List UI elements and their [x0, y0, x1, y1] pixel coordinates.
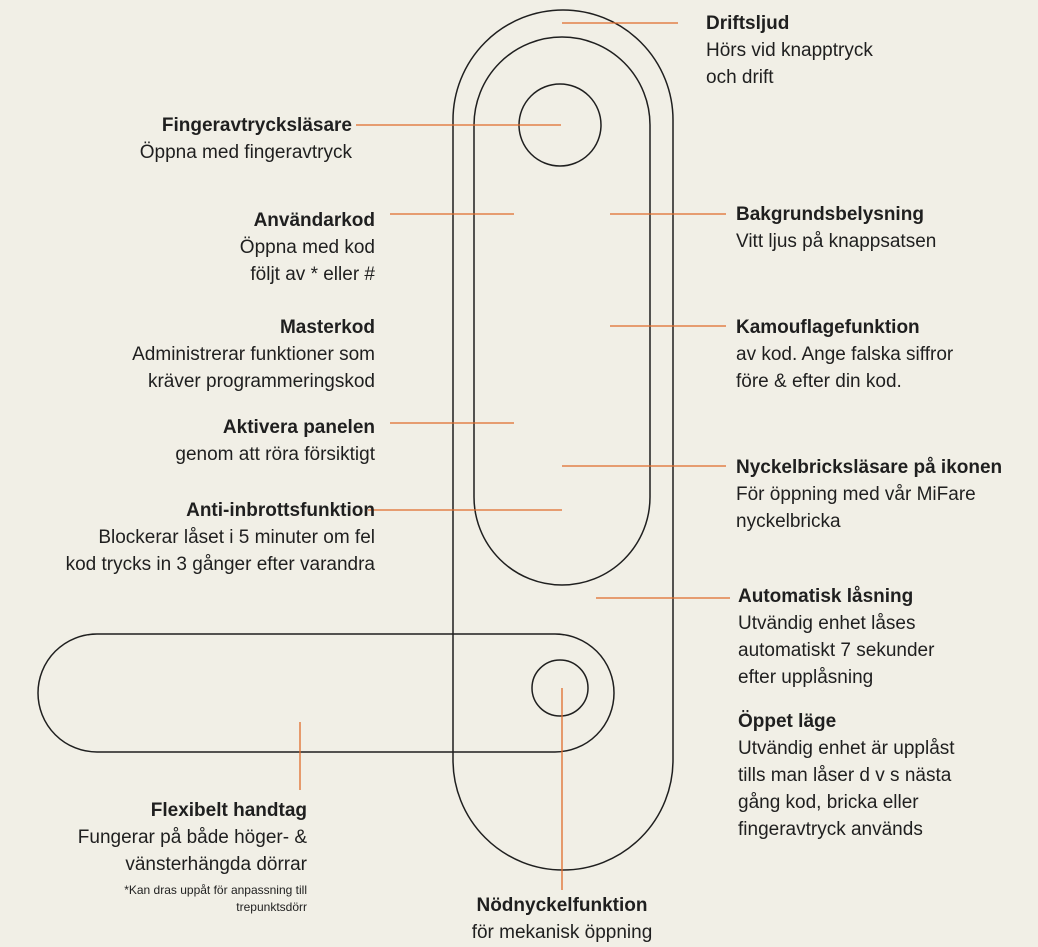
label-title: Öppet läge [738, 711, 837, 732]
label-open-mode: Öppet läge Utvändig enhet är upplåst til… [738, 708, 955, 843]
label-desc: nyckelbricka [736, 511, 841, 532]
label-backlight: Bakgrundsbelysning Vitt ljus på knappsat… [736, 201, 936, 255]
label-title: Fingeravtrycksläsare [161, 115, 352, 136]
label-desc: för mekanisk öppning [471, 922, 653, 943]
label-desc: Utvändig enhet är upplåst [738, 738, 955, 759]
label-master-code: Masterkod Administrerar funktioner som k… [132, 314, 375, 395]
label-note: trepunktsdörr [236, 900, 307, 914]
label-desc: vänsterhängda dörrar [125, 854, 307, 875]
label-desc: av kod. Ange falska siffror [736, 344, 954, 365]
label-desc: Fungerar på både höger- & [77, 827, 307, 848]
label-user-code: Användarkod Öppna med kod följt av * ell… [240, 207, 375, 288]
handle-lever [37, 633, 615, 753]
label-anti-burglary: Anti-inbrottsfunktion Blockerar låset i … [66, 497, 375, 578]
label-title: Nyckelbricksläsare på ikonen [736, 457, 1003, 478]
label-title: Användarkod [253, 210, 375, 231]
emergency-key-cylinder [531, 659, 589, 717]
label-activate-panel: Aktivera panelen genom att röra försikti… [175, 414, 375, 468]
label-desc: tills man låser d v s nästa [738, 765, 952, 786]
label-desc: För öppning med vår MiFare [736, 484, 976, 505]
lock-outer-body [452, 9, 674, 871]
label-desc: Hörs vid knapptryck [706, 40, 873, 61]
label-desc: Blockerar låset i 5 minuter om fel [98, 527, 375, 548]
label-desc: automatiskt 7 sekunder [738, 640, 935, 661]
label-desc: fingeravtryck används [738, 819, 923, 840]
label-title: Bakgrundsbelysning [736, 204, 924, 225]
keypad-panel [473, 36, 651, 586]
label-title: Nödnyckelfunktion [476, 895, 648, 916]
label-title: Aktivera panelen [222, 417, 375, 438]
label-title: Kamouflagefunktion [736, 317, 920, 338]
label-desc: kräver programmeringskod [147, 371, 375, 392]
label-camouflage: Kamouflagefunktion av kod. Ange falska s… [736, 314, 953, 395]
label-operating-sound: Driftsljud Hörs vid knapptryck och drift [706, 10, 873, 91]
label-note: *Kan dras uppåt för anpassning till [124, 883, 307, 897]
label-desc: och drift [706, 67, 774, 88]
label-auto-lock: Automatisk låsning Utvändig enhet låses … [738, 583, 934, 691]
label-desc: före & efter din kod. [736, 371, 902, 392]
label-title: Flexibelt handtag [150, 800, 307, 821]
label-desc: Utvändig enhet låses [738, 613, 916, 634]
label-title: Driftsljud [706, 13, 790, 34]
label-title: Masterkod [279, 317, 375, 338]
label-flexible-handle: Flexibelt handtag Fungerar på både höger… [78, 797, 307, 916]
label-desc: efter upplåsning [738, 667, 874, 688]
label-desc: kod trycks in 3 gånger efter varandra [65, 554, 375, 575]
label-desc: Öppna med fingeravtryck [139, 142, 352, 163]
label-desc: Öppna med kod [239, 237, 375, 258]
label-desc: gång kod, bricka eller [738, 792, 919, 813]
label-desc: genom att röra försiktigt [175, 444, 375, 465]
label-desc: följt av * eller # [250, 264, 375, 285]
label-title: Anti-inbrottsfunktion [186, 500, 375, 521]
label-emergency-key: Nödnyckelfunktion för mekanisk öppning [450, 892, 674, 946]
label-fingerprint-reader: Fingeravtrycksläsare Öppna med fingeravt… [140, 112, 352, 166]
label-key-fob-reader: Nyckelbricksläsare på ikonen För öppning… [736, 454, 1002, 535]
label-title: Automatisk låsning [738, 586, 914, 607]
label-desc: Vitt ljus på knappsatsen [736, 231, 937, 252]
label-desc: Administrerar funktioner som [132, 344, 375, 365]
